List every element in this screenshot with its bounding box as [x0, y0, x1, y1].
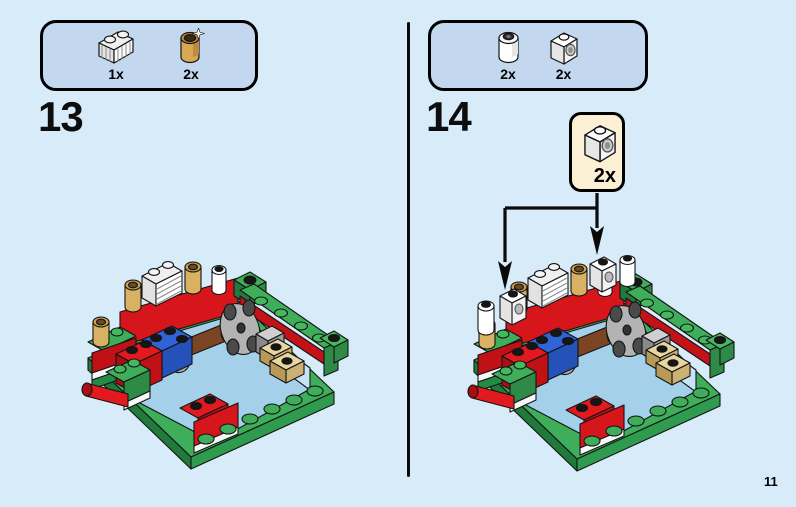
page-number: 11	[764, 474, 778, 489]
part-count-label: 2x	[183, 66, 199, 82]
callout-count-label: 2x	[593, 165, 616, 187]
part-item: 2x	[547, 28, 581, 81]
part-item: 2x	[496, 29, 521, 81]
parts-callout-box-step-13: 1x 2x	[40, 20, 258, 91]
quantity-callout: 2x	[569, 112, 625, 192]
grille-brick-icon	[98, 30, 134, 64]
assembly-illustration-step-13	[81, 261, 349, 470]
parts-callout-box-step-14: 2x 2x	[428, 20, 648, 91]
white-round-brick-icon	[497, 31, 519, 64]
step-divider	[407, 22, 410, 477]
step-number: 13	[38, 93, 84, 140]
part-count-label: 2x	[500, 66, 516, 82]
assembly-illustration-step-14	[467, 254, 735, 472]
tan-round-brick-icon	[180, 28, 205, 64]
callout-arrow	[498, 193, 604, 290]
headlight-brick-icon	[584, 125, 616, 163]
arrowhead-icon	[498, 261, 512, 290]
arrowhead-icon	[590, 226, 604, 255]
step-number: 14	[426, 93, 472, 140]
new-part-sparkle-icon	[191, 28, 205, 40]
part-count-label: 2x	[555, 66, 572, 82]
part-count-label: 1x	[108, 66, 124, 82]
headlight-brick-icon	[549, 32, 578, 65]
part-item: 1x	[93, 28, 139, 81]
part-item: 2x	[177, 28, 205, 81]
